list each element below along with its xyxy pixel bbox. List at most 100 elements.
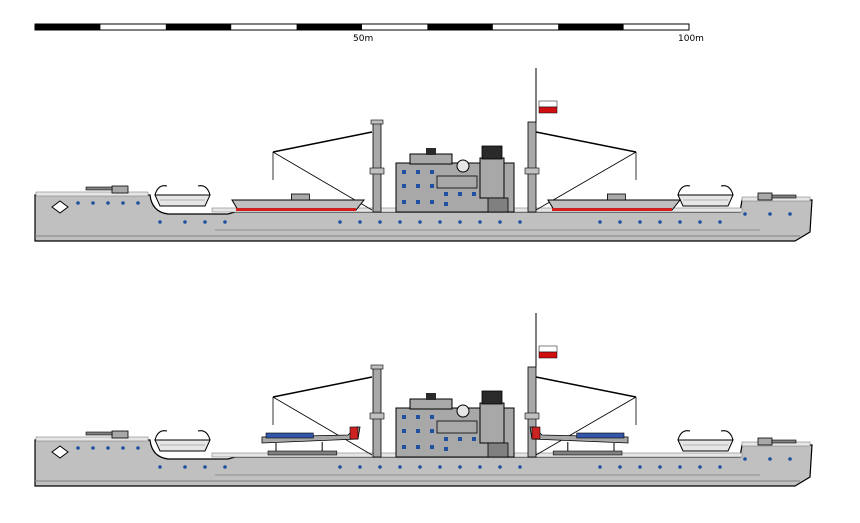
scale-segment <box>296 24 362 30</box>
porthole <box>338 465 342 469</box>
scale-segment <box>35 24 101 30</box>
mast-platform <box>524 167 540 175</box>
derrick-boom-forward <box>272 376 373 398</box>
window <box>402 170 406 174</box>
porthole <box>658 465 662 469</box>
derrick-guy <box>535 396 637 456</box>
deckhouse <box>436 420 478 434</box>
mast-platform <box>369 167 385 175</box>
window <box>416 445 420 449</box>
porthole <box>478 465 482 469</box>
porthole <box>183 220 187 224</box>
davit <box>154 430 168 441</box>
searchlight-icon <box>456 159 470 173</box>
mast-platform <box>524 412 540 420</box>
porthole <box>698 465 702 469</box>
mast-platform <box>369 412 385 420</box>
funnel-cap <box>481 390 503 405</box>
seaplane-tail-markings <box>349 426 359 440</box>
window <box>430 184 434 188</box>
porthole <box>158 220 162 224</box>
funnel <box>479 402 505 444</box>
porthole <box>106 201 110 205</box>
masthead <box>370 119 384 125</box>
window <box>416 200 420 204</box>
forecastle-railing <box>35 436 149 442</box>
porthole <box>76 446 80 450</box>
bridge <box>409 398 453 410</box>
porthole <box>718 220 722 224</box>
engine-vent <box>487 442 509 458</box>
porthole <box>618 220 622 224</box>
lifeboat <box>154 194 211 207</box>
davit <box>154 185 168 196</box>
porthole <box>438 220 442 224</box>
launch-boot-stripe <box>236 208 356 211</box>
porthole <box>768 212 772 216</box>
seaplane-canopy <box>265 432 314 439</box>
seaplane-float <box>552 450 623 456</box>
porthole <box>338 220 342 224</box>
lower-ship-profile <box>34 313 813 487</box>
porthole <box>398 465 402 469</box>
launch-boot-stripe <box>552 208 672 211</box>
window <box>416 429 420 433</box>
searchlight-icon <box>456 404 470 418</box>
window <box>430 429 434 433</box>
flag-white-stripe <box>538 100 558 108</box>
window <box>472 437 476 441</box>
porthole <box>398 220 402 224</box>
aft-gun-mount <box>757 437 773 446</box>
window <box>430 170 434 174</box>
bridge-lamp <box>426 393 436 400</box>
porthole <box>718 465 722 469</box>
flag-red-stripe <box>538 106 558 114</box>
window <box>402 184 406 188</box>
mast <box>527 366 537 458</box>
forward-gun-mount <box>111 185 129 194</box>
porthole <box>418 220 422 224</box>
porthole <box>438 465 442 469</box>
porthole <box>658 220 662 224</box>
window <box>430 445 434 449</box>
window <box>402 445 406 449</box>
porthole <box>743 212 747 216</box>
aft-gun-mount <box>757 192 773 201</box>
mast <box>372 121 382 213</box>
forward-gun-barrel <box>85 431 113 436</box>
window <box>444 202 448 206</box>
porthole <box>478 220 482 224</box>
funnel <box>479 157 505 199</box>
launch-cabin <box>607 193 626 201</box>
porthole <box>183 465 187 469</box>
masthead <box>370 364 384 370</box>
porthole <box>458 220 462 224</box>
window <box>402 415 406 419</box>
seaplane-fuselage <box>529 426 629 444</box>
scale-bar: 50m 100m <box>34 23 704 44</box>
mast <box>527 121 537 213</box>
window <box>458 192 462 196</box>
porthole <box>638 465 642 469</box>
deckhouse <box>436 175 478 189</box>
porthole <box>618 465 622 469</box>
flag-white-stripe <box>538 345 558 353</box>
scale-label-100m: 100m <box>678 34 704 44</box>
seaplane-canopy <box>576 432 625 439</box>
engine-vent <box>487 197 509 213</box>
davit <box>720 430 734 441</box>
porthole <box>158 465 162 469</box>
porthole <box>418 465 422 469</box>
lifeboat <box>154 439 211 452</box>
lifeboat <box>677 194 734 207</box>
upper-ship-profile <box>34 68 813 242</box>
hull <box>34 194 813 242</box>
scale-segment <box>558 24 624 30</box>
porthole <box>358 465 362 469</box>
bow-emblem-icon <box>51 445 69 459</box>
bridge <box>409 153 453 165</box>
aft-gun-barrel <box>771 194 797 199</box>
porthole <box>76 201 80 205</box>
bow-emblem-icon <box>51 200 69 214</box>
window <box>416 184 420 188</box>
